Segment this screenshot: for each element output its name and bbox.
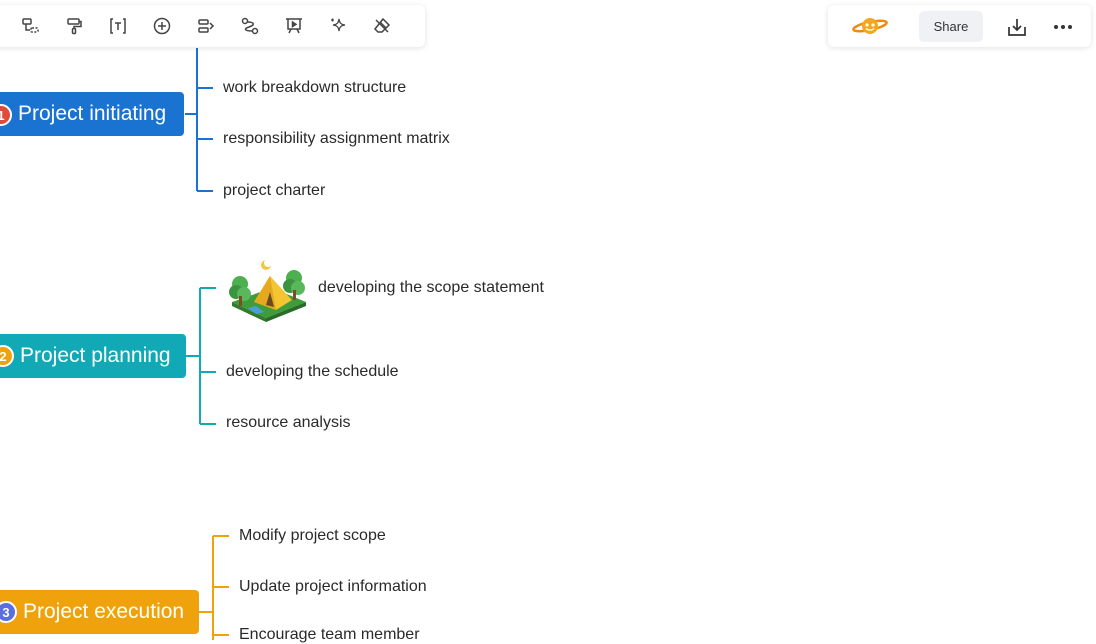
presentation-icon[interactable] [272,10,316,42]
subtopic-modify-project-scope[interactable]: Modify project scope [239,527,386,544]
outline-icon[interactable] [184,10,228,42]
camping-tent-sticker[interactable] [226,256,308,322]
topic-label: Project initiating [18,102,167,125]
subtopic-developing-schedule[interactable]: developing the schedule [226,363,399,380]
topic-project-initiating[interactable]: Project initiating [0,92,184,136]
topic-project-planning[interactable]: Project planning [0,334,186,378]
insert-icon[interactable] [140,10,184,42]
top-right-toolbar: Share [828,5,1091,47]
format-painter-icon[interactable] [52,10,96,42]
topic-label: Project planning [20,344,171,367]
topic-project-execution[interactable]: Project execution [0,590,199,634]
priority-badge-2: 2 [0,345,14,367]
subtopic-responsibility-assignment-matrix[interactable]: responsibility assignment matrix [223,130,450,147]
text-box-icon[interactable] [96,10,140,42]
more-options-icon[interactable] [1050,16,1076,38]
clear-format-icon[interactable] [360,10,404,42]
subtopic-project-charter[interactable]: project charter [223,182,326,199]
topic-label: Project execution [23,600,185,623]
subtopic-update-project-information[interactable]: Update project information [239,578,427,595]
subtopic-developing-scope-statement[interactable]: developing the scope statement [318,279,544,296]
format-toolbar [0,5,425,47]
download-icon[interactable] [1006,16,1028,38]
relationship-icon[interactable] [228,10,272,42]
app-logo-icon[interactable] [850,13,890,39]
subtopic-work-breakdown-structure[interactable]: work breakdown structure [223,79,407,96]
subtopic-encourage-team-member[interactable]: Encourage team member [239,626,420,643]
priority-badge-3: 3 [0,601,17,623]
subtopic-resource-analysis[interactable]: resource analysis [226,414,351,431]
subtopic-icon[interactable] [8,10,52,42]
ai-sparkle-icon[interactable] [316,10,360,42]
share-button[interactable]: Share [919,11,983,42]
